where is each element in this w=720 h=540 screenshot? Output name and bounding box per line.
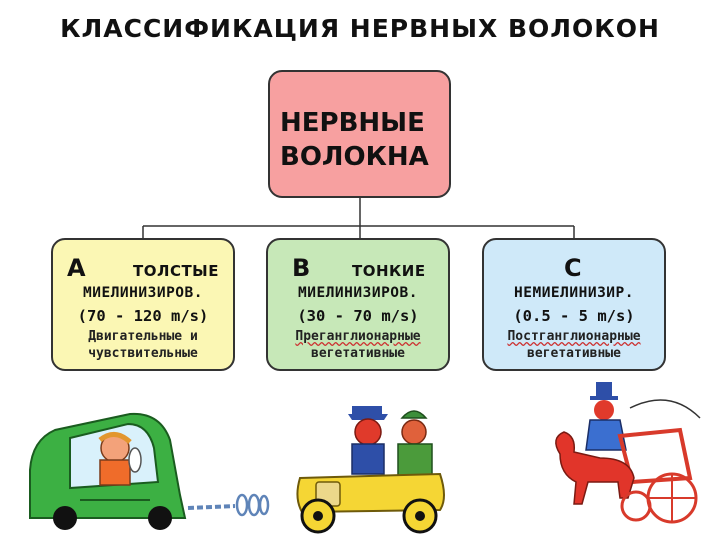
horse-carriage-icon — [555, 382, 701, 524]
myelination-label: НЕМИЕЛИНИЗИР. — [514, 285, 634, 301]
fiber-function-line1: Преганглионарные — [295, 329, 421, 344]
fiber-function: Постганглионарные вегетативные — [484, 328, 664, 362]
conduction-speed: (30 - 70 m/s) — [297, 307, 419, 325]
fiber-function-line1: Двигательные и — [88, 329, 198, 344]
fiber-letter: A — [67, 254, 86, 282]
root-label-line2: ВОЛОКНА — [280, 142, 429, 172]
fiber-type-a-card: A ТОЛСТЫЕ МИЕЛИНИЗИРОВ. (70 - 120 m/s) Д… — [51, 238, 235, 371]
myelination-label: МИЕЛИНИЗИРОВ. — [83, 285, 203, 301]
fiber-letter: B — [292, 254, 311, 282]
conduction-speed: (0.5 - 5 m/s) — [513, 307, 635, 325]
vintage-yellow-car-passengers-icon — [296, 406, 445, 534]
fiber-function-line1: Постганглионарные — [507, 329, 641, 344]
green-car-driver-icon — [29, 412, 270, 530]
fiber-function-line2: вегетативные — [527, 346, 621, 361]
fiber-function: Преганглионарные вегетативные — [268, 328, 448, 362]
page-title: КЛАССИФИКАЦИЯ НЕРВНЫХ ВОЛОКОН — [60, 14, 660, 43]
conduction-speed: (70 - 120 m/s) — [77, 307, 209, 325]
fiber-function: Двигательные и чувствительные — [53, 328, 233, 362]
root-node-nerve-fibers: НЕРВНЫЕ ВОЛОКНА — [268, 70, 451, 198]
fiber-function-line2: чувствительные — [88, 346, 198, 361]
fiber-letter: C — [564, 254, 582, 282]
myelination-label: МИЕЛИНИЗИРОВ. — [298, 285, 418, 301]
fiber-type-b-card: B ТОНКИЕ МИЕЛИНИЗИРОВ. (30 - 70 m/s) Пре… — [266, 238, 450, 371]
fiber-thickness: ТОНКИЕ — [352, 262, 426, 280]
fiber-type-c-card: C НЕМИЕЛИНИЗИР. (0.5 - 5 m/s) Постгангли… — [482, 238, 666, 371]
root-label-line1: НЕРВНЫЕ — [280, 108, 425, 138]
fiber-thickness: ТОЛСТЫЕ — [133, 262, 219, 280]
fiber-function-line2: вегетативные — [311, 346, 405, 361]
